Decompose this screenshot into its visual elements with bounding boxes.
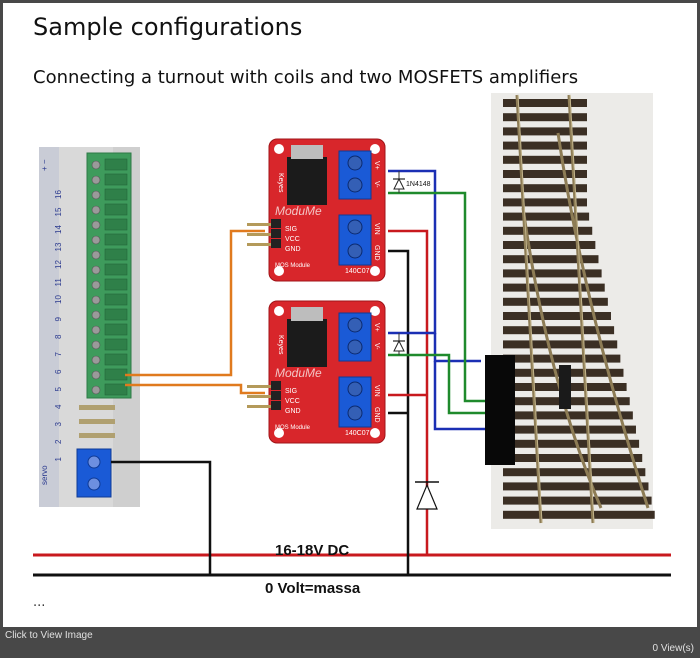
- turnout-track: [485, 93, 655, 529]
- power-diode: [415, 481, 439, 510]
- brand-label: Keyes: [277, 173, 284, 193]
- slide-ellipsis: ...: [33, 595, 46, 610]
- terminal-number: 7: [54, 352, 63, 357]
- pin-label: GND: [285, 408, 301, 415]
- terminal-number: 13: [54, 242, 63, 251]
- logo-text: ModuMe: [275, 366, 322, 380]
- output-label: V-: [373, 343, 380, 350]
- servo-signs: + −: [40, 159, 49, 171]
- output-label: V+: [373, 161, 380, 170]
- pin-label: VCC: [285, 236, 300, 243]
- orange-wires: [125, 229, 265, 395]
- terminal-number: 16: [54, 190, 63, 199]
- green-wires: [388, 191, 485, 415]
- terminal-number: 14: [54, 225, 63, 234]
- terminal-number: 5: [54, 387, 63, 392]
- model-label: 140C07: [345, 430, 370, 437]
- red-wires: [388, 229, 429, 555]
- diode-label: 1N4148: [406, 181, 431, 188]
- black-wires: [111, 249, 410, 575]
- point-motor-coil: [485, 355, 515, 465]
- slide[interactable]: Sample configurations Connecting a turno…: [3, 3, 697, 627]
- decoder-board: 16 15 14 13 12 11 10 9 8 7 6 5 4 3 2 1 servo + −: [39, 147, 140, 507]
- terminal-number: 10: [54, 295, 63, 304]
- logo-text: ModuMe: [275, 204, 322, 218]
- module-label: MOS Module: [275, 425, 311, 431]
- slide-subtitle: Connecting a turnout with coils and two …: [33, 67, 579, 88]
- output-label: V-: [373, 181, 380, 188]
- terminal-number: 4: [54, 404, 63, 409]
- input-label: GND: [373, 407, 380, 423]
- module-label: MOS Module: [275, 263, 311, 269]
- terminal-number: 8: [54, 334, 63, 339]
- terminal-number: 6: [54, 369, 63, 374]
- input-label: VIN: [373, 223, 380, 235]
- pin-label: VCC: [285, 398, 300, 405]
- pin-label: SIG: [285, 388, 297, 395]
- input-label: VIN: [373, 385, 380, 397]
- blue-wires: [388, 169, 501, 431]
- terminal-number: 2: [54, 439, 63, 444]
- slide-title: Sample configurations: [33, 13, 303, 41]
- terminal-number: 1: [54, 457, 63, 462]
- terminal-number: 15: [54, 207, 63, 216]
- output-label: V+: [373, 323, 380, 332]
- click-to-view-link[interactable]: Click to View Image: [5, 630, 93, 641]
- power-rail-label: 16-18V DC: [275, 542, 349, 559]
- terminal-number: 12: [54, 260, 63, 269]
- servo-label: servo: [40, 465, 49, 485]
- view-count: 0 View(s): [652, 643, 695, 654]
- pin-label: SIG: [285, 226, 297, 233]
- wiring-diagram: 16 15 14 13 12 11 10 9 8 7 6 5 4 3 2 1 servo + − 16-18V…: [33, 93, 671, 597]
- terminal-number: 11: [54, 278, 63, 287]
- pin-label: GND: [285, 246, 301, 253]
- terminal-number: 9: [54, 317, 63, 322]
- input-label: GND: [373, 245, 380, 261]
- ground-rail-label: 0 Volt=massa: [265, 580, 361, 597]
- brand-label: Keyes: [277, 335, 284, 355]
- model-label: 140C07: [345, 268, 370, 275]
- diode-bottom: [393, 333, 405, 355]
- terminal-number: 3: [54, 422, 63, 427]
- diode-top: 1N4148: [393, 171, 431, 193]
